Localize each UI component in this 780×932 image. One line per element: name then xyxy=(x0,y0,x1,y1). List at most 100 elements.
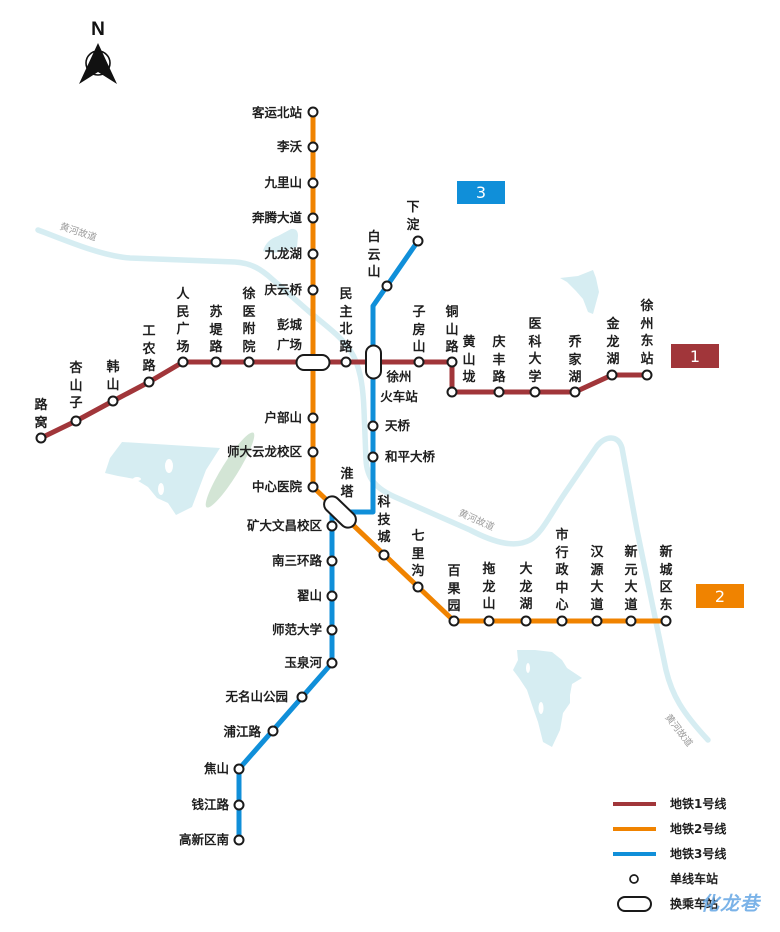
north-arrow-icon xyxy=(79,43,117,84)
station-label: 浦江路 xyxy=(223,724,261,739)
station-label: 九里山 xyxy=(264,175,302,190)
station-marker xyxy=(307,481,319,493)
line-2-badge: 2 xyxy=(696,584,744,608)
station-label: 李沃 xyxy=(276,139,302,154)
lake-island xyxy=(538,702,544,714)
line-3-badge: 3 xyxy=(457,181,505,204)
station-label: 铜山路 xyxy=(445,305,459,355)
lake-jinlong xyxy=(560,270,599,314)
station-label-line: 广场 xyxy=(276,337,302,352)
legend-label-line-3: 地铁3号线 xyxy=(670,847,727,861)
water-features xyxy=(35,227,711,747)
station-label: 奔腾大道 xyxy=(251,210,302,225)
line-2-badge-box xyxy=(696,584,744,608)
station-label: 庆云桥 xyxy=(264,282,302,297)
station-marker xyxy=(483,615,495,627)
station-marker xyxy=(569,386,581,398)
lake-island xyxy=(158,483,164,495)
station-label-line: 彭城 xyxy=(276,317,302,332)
station-label: 民主北路 xyxy=(339,287,353,355)
station-marker xyxy=(378,549,390,561)
station-marker xyxy=(367,451,379,463)
lake-island xyxy=(526,663,530,673)
interchange-marker-pengcheng-square xyxy=(295,354,331,371)
station-label: 工农路 xyxy=(142,324,156,374)
interchange-marker-huaita xyxy=(323,495,357,529)
station-label: 金龙湖 xyxy=(606,317,620,367)
station-label: 市行政中心 xyxy=(555,528,569,613)
station-marker xyxy=(307,106,319,118)
station-marker xyxy=(307,446,319,458)
line-2-stations xyxy=(307,106,672,627)
station-label: 天桥 xyxy=(385,418,411,433)
station-marker xyxy=(233,834,245,846)
station-label: 九龙湖 xyxy=(264,246,302,261)
line-1-badge-number: 1 xyxy=(690,347,700,366)
river-yellow-river-old-course xyxy=(35,227,711,743)
station-label: 子房山 xyxy=(412,305,426,355)
station-marker xyxy=(307,177,319,189)
station-label: 杏山子 xyxy=(69,361,83,411)
metro-line-3-north xyxy=(340,239,421,515)
station-label: 矿大文昌校区 xyxy=(246,518,322,533)
lake-jiulong xyxy=(263,228,298,253)
station-label: 科技城 xyxy=(377,495,391,545)
station-label: 师范大学 xyxy=(271,622,322,637)
station-label: 户部山 xyxy=(264,410,302,425)
station-marker xyxy=(233,799,245,811)
lake-dalong xyxy=(513,650,582,747)
compass: N xyxy=(79,19,117,84)
station-marker xyxy=(625,615,637,627)
station-marker xyxy=(520,615,532,627)
station-label: 韩山 xyxy=(106,360,120,393)
station-label: 客运北站 xyxy=(251,105,302,120)
station-label-line: 徐州 xyxy=(386,369,412,384)
line-1-stations xyxy=(35,356,653,444)
line-2-badge-number: 2 xyxy=(715,587,725,606)
legend-label-line-1: 地铁1号线 xyxy=(670,797,727,811)
station-marker xyxy=(35,432,47,444)
station-marker xyxy=(641,369,653,381)
compass-ring xyxy=(85,50,111,76)
station-marker xyxy=(326,657,338,669)
station-marker xyxy=(143,376,155,388)
station-marker xyxy=(296,691,308,703)
station-label: 乔家湖 xyxy=(568,335,582,385)
station-marker xyxy=(556,615,568,627)
line-3-badge-box xyxy=(457,181,505,204)
lake-yunlong xyxy=(105,442,220,515)
station-label: 无名山公园 xyxy=(225,689,288,704)
station-marker xyxy=(307,412,319,424)
station-marker xyxy=(367,420,379,432)
station-label: 七里沟 xyxy=(411,529,425,579)
lake-island xyxy=(165,459,173,473)
station-marker xyxy=(326,624,338,636)
station-marker xyxy=(177,356,189,368)
legend-interchange-station-icon xyxy=(617,896,652,912)
station-marker xyxy=(446,386,458,398)
line-3-stations xyxy=(233,235,424,846)
station-marker xyxy=(307,141,319,153)
station-label: 医科大学 xyxy=(528,317,542,385)
station-label: 淮塔 xyxy=(340,467,354,500)
station-marker xyxy=(448,615,460,627)
station-marker xyxy=(307,212,319,224)
station-marker xyxy=(267,725,279,737)
station-label: 中心医院 xyxy=(251,479,302,494)
station-label-pengcheng-square: 彭城 广场 xyxy=(277,315,302,355)
station-marker xyxy=(70,415,82,427)
legend-label-interchange-station: 换乘车站 xyxy=(670,897,719,911)
line-1-badge: 1 xyxy=(671,344,719,368)
line-3-badge-number: 3 xyxy=(476,183,486,202)
station-label: 新元大道 xyxy=(624,545,638,613)
station-label: 焦山 xyxy=(203,761,229,776)
station-label: 苏堤路 xyxy=(209,305,223,355)
station-label: 下淀 xyxy=(406,200,420,233)
station-label: 路窝 xyxy=(34,398,48,431)
station-marker xyxy=(307,284,319,296)
station-label: 新城区东 xyxy=(659,545,673,613)
station-marker xyxy=(107,395,119,407)
station-marker xyxy=(413,356,425,368)
